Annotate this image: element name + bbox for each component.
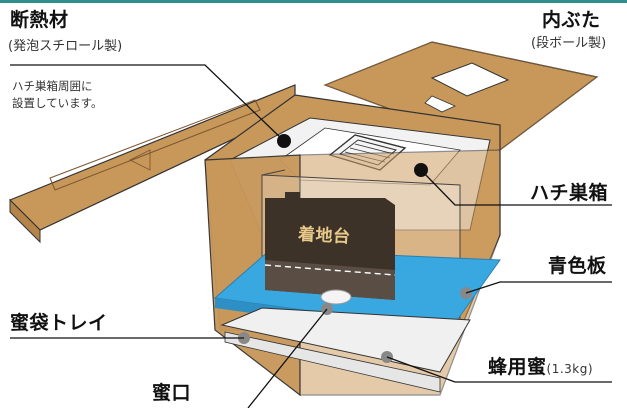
box-left-flap bbox=[8, 84, 296, 244]
insulation-subtitle: (発泡スチロール製) bbox=[8, 39, 123, 54]
leader-lines bbox=[10, 64, 612, 408]
top-accent-rule bbox=[0, 0, 627, 3]
landing-board-label: 着地台 bbox=[297, 224, 352, 248]
honey-tray-label: 蜜袋トレイ bbox=[10, 312, 108, 334]
inner-lid-title: 内ぶた bbox=[542, 9, 601, 31]
inner-lid-subtitle: (段ボール製) bbox=[531, 36, 607, 51]
honey-outlet-label: 蜜口 bbox=[152, 382, 192, 404]
insulation-title: 断熱材 bbox=[10, 9, 69, 31]
landing-board bbox=[264, 192, 396, 300]
blue-plate-label: 青色板 bbox=[548, 255, 607, 277]
honey-bag-tray bbox=[220, 307, 471, 393]
insulation-note-line-2: 設置しています。 bbox=[12, 96, 103, 110]
honey-amount: (1.3kg) bbox=[546, 362, 594, 376]
honey-label: 蜂用蜜(1.3kg) bbox=[488, 356, 594, 379]
honey-label-text: 蜂用蜜 bbox=[488, 356, 547, 378]
insulation-note-line-1: ハチ巣箱周囲に bbox=[12, 79, 93, 93]
hive-label: ハチ巣箱 bbox=[530, 182, 609, 204]
honey-outlet bbox=[320, 289, 352, 305]
inner-lid bbox=[323, 41, 599, 151]
